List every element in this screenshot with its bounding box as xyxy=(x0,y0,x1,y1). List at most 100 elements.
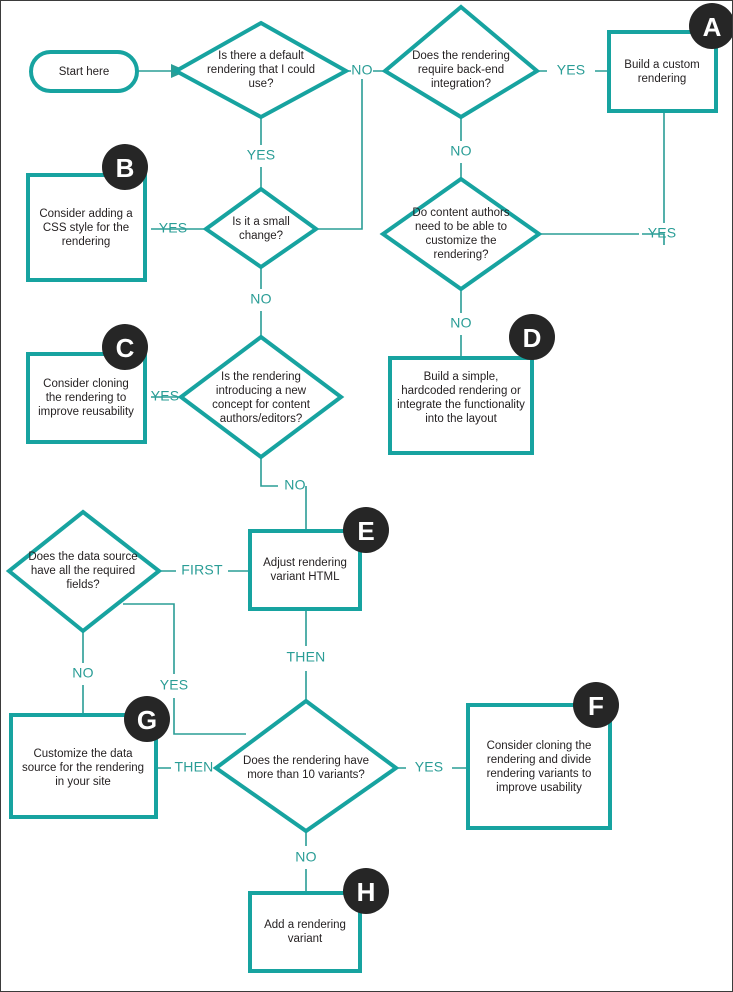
box-d-line4: into the layout xyxy=(425,413,497,425)
edge-label-new-concept-yes: YES xyxy=(151,388,180,404)
connector-layer xyxy=(82,64,665,893)
q-small-change-line1: Is it a small xyxy=(232,216,290,228)
node-box-e[interactable]: Adjust rendering variant HTML xyxy=(248,529,362,611)
edge-label-small-change-yes: YES xyxy=(159,220,188,236)
q-authors-line2: need to be able to xyxy=(415,221,507,233)
badge-b-circle xyxy=(102,144,148,190)
badge-f-letter: F xyxy=(588,691,604,721)
node-box-d[interactable]: Build a simple, hardcoded rendering or i… xyxy=(388,356,534,455)
edge-label-small-change-no: NO xyxy=(250,291,271,307)
box-d-line1: Build a simple, xyxy=(424,371,499,383)
edge-label-g-then: THEN xyxy=(175,759,214,775)
box-g-line3: in your site xyxy=(55,776,111,788)
node-q-new-concept[interactable]: Is the rendering introducing a new conce… xyxy=(177,334,345,460)
badge-h-circle xyxy=(343,868,389,914)
q-backend-integration-line1: Does the rendering xyxy=(412,50,510,62)
connector-data-source-yes xyxy=(123,603,246,735)
badge-a[interactable]: A xyxy=(689,3,733,49)
q-authors-line4: rendering? xyxy=(434,249,489,261)
badge-g-circle xyxy=(124,696,170,742)
badge-c[interactable]: C xyxy=(102,324,148,370)
start-shape xyxy=(29,50,139,93)
box-e-line1: Adjust rendering xyxy=(263,557,347,569)
q-data-source-line3: fields? xyxy=(66,579,99,591)
box-b-line3: rendering xyxy=(62,236,111,248)
q-default-rendering-shape xyxy=(171,20,351,120)
badge-h-letter: H xyxy=(357,877,376,907)
connector-default-no-down xyxy=(316,79,363,230)
box-a-shape xyxy=(607,30,718,113)
badge-f[interactable]: F xyxy=(573,682,619,728)
edge-label-backend-no: NO xyxy=(450,143,471,159)
badge-g[interactable]: G xyxy=(124,696,170,742)
badge-b-letter: B xyxy=(116,153,135,183)
box-f-line4: improve usability xyxy=(496,782,582,794)
box-e-line2: variant HTML xyxy=(270,571,340,583)
badge-b[interactable]: B xyxy=(102,144,148,190)
box-b-line2: CSS style for the xyxy=(43,222,129,234)
node-q-data-source-fields[interactable]: Does the data source have all the requir… xyxy=(5,509,163,634)
box-f-line2: rendering and divide xyxy=(487,754,591,766)
badge-layer: A B C D E F G xyxy=(102,3,733,914)
badge-a-letter: A xyxy=(703,12,722,42)
q-new-concept-line2: introducing a new xyxy=(216,385,307,397)
q-new-concept-line1: Is the rendering xyxy=(221,371,301,383)
badge-d[interactable]: D xyxy=(509,314,555,360)
box-a-line2: rendering xyxy=(638,73,687,85)
q-new-concept-line4: authors/editors? xyxy=(220,413,302,425)
edge-label-authors-no: NO xyxy=(450,315,471,331)
edge-label-authors-yes: YES xyxy=(648,225,677,241)
badge-f-circle xyxy=(573,682,619,728)
edge-label-default-yes: YES xyxy=(247,147,276,163)
edge-label-data-source-yes: YES xyxy=(160,677,189,693)
node-box-b[interactable]: Consider adding a CSS style for the rend… xyxy=(26,173,147,282)
box-c-line3: improve reusability xyxy=(38,406,134,418)
connector-a-down-to-authors xyxy=(642,111,665,245)
q-data-source-line1: Does the data source xyxy=(28,551,137,563)
edge-label-data-source-first: FIRST xyxy=(181,562,223,578)
box-h-shape xyxy=(248,891,362,973)
node-box-g[interactable]: Customize the data source for the render… xyxy=(9,713,158,819)
start-label: Start here xyxy=(59,66,110,78)
node-box-a[interactable]: Build a custom rendering xyxy=(607,30,718,113)
node-q-backend-integration[interactable]: Does the rendering require back-end inte… xyxy=(381,4,541,120)
q-small-change-line2: change? xyxy=(239,230,283,242)
node-box-h[interactable]: Add a rendering variant xyxy=(248,891,362,973)
connector-new-concept-no xyxy=(260,457,278,487)
badge-e-circle xyxy=(343,507,389,553)
node-q-small-change[interactable]: Is it a small change? xyxy=(202,186,320,270)
box-b-line1: Consider adding a xyxy=(39,208,133,220)
box-f-line1: Consider cloning the xyxy=(487,740,592,752)
box-f-line3: rendering variants to xyxy=(487,768,592,780)
box-d-line2: hardcoded rendering or xyxy=(401,385,521,397)
edge-label-variant-then: THEN xyxy=(287,649,326,665)
box-g-line1: Customize the data xyxy=(33,748,133,760)
edge-label-backend-yes: YES xyxy=(557,62,586,78)
edge-label-default-no: NO xyxy=(351,62,372,78)
box-h-line2: variant xyxy=(288,933,323,945)
box-g-line2: source for the rendering xyxy=(22,762,144,774)
edge-label-variants-yes: YES xyxy=(415,759,444,775)
node-start[interactable]: Start here xyxy=(29,50,139,93)
q-authors-line1: Do content authors xyxy=(412,207,509,219)
box-e-shape xyxy=(248,529,362,611)
badge-e[interactable]: E xyxy=(343,507,389,553)
edge-label-data-source-no: NO xyxy=(72,665,93,681)
badge-h[interactable]: H xyxy=(343,868,389,914)
q-default-rendering-line1: Is there a default xyxy=(218,50,304,62)
q-authors-line3: customize the xyxy=(426,235,497,247)
q-content-authors-customize-shape xyxy=(379,176,543,292)
badge-c-circle xyxy=(102,324,148,370)
badge-a-circle xyxy=(689,3,732,49)
node-q-content-authors-customize[interactable]: Do content authors need to be able to cu… xyxy=(379,176,543,292)
q-variants-shape xyxy=(212,698,400,834)
node-q-default-rendering[interactable]: Is there a default rendering that I coul… xyxy=(171,20,351,120)
box-d-line3: integrate the functionality xyxy=(397,399,525,411)
q-new-concept-shape xyxy=(177,334,345,460)
q-new-concept-line3: concept for content xyxy=(212,399,311,411)
box-a-line1: Build a custom xyxy=(624,59,699,71)
node-q-more-than-10-variants[interactable]: Does the rendering have more than 10 var… xyxy=(212,698,400,834)
edge-label-new-concept-no: NO xyxy=(284,477,305,493)
q-default-rendering-line3: use? xyxy=(249,78,274,90)
